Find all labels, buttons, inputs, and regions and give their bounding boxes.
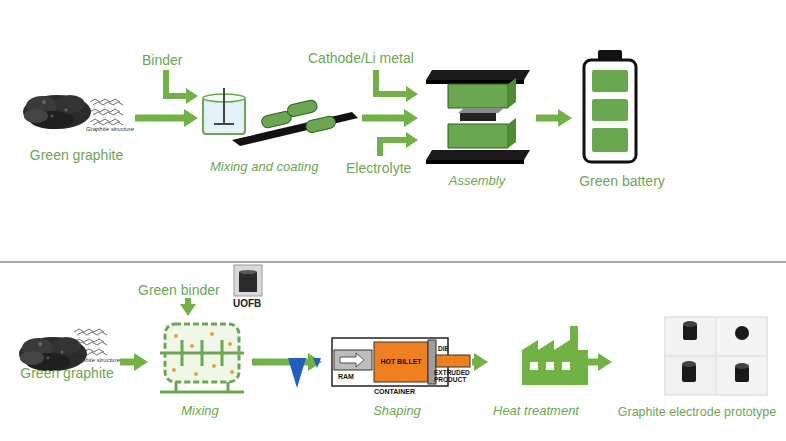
- input-label: Binder: [142, 52, 182, 68]
- stage-label: Mixing and coating: [210, 160, 318, 175]
- input-label: Electrolyte: [346, 160, 411, 176]
- flow-arrow: [252, 353, 322, 371]
- flow-arrow: [362, 109, 418, 127]
- part-label: DIE: [438, 345, 449, 352]
- caption-text: Graphite structure: [86, 126, 134, 133]
- sample-label: UOFB: [233, 298, 261, 310]
- stage-node: Green graphite: [18, 82, 135, 166]
- flow-arrow: [472, 353, 488, 371]
- stage-label: Assembly: [449, 174, 505, 189]
- flow-arrow: [584, 353, 612, 371]
- part-label: EXTRUDED PRODUCT: [434, 369, 478, 384]
- stage-node: Mixing and coating: [198, 86, 362, 178]
- stage-label: Shaping: [373, 404, 421, 419]
- input-label: Green binder: [138, 282, 220, 298]
- stage-node: Assembly: [418, 66, 536, 192]
- part-label: CONTAINER: [374, 388, 415, 396]
- flow-arrow: [120, 353, 148, 371]
- input-label: Cathode/Li metal: [308, 50, 414, 66]
- stage-node: Green graphite: [14, 326, 120, 384]
- stage-label: Green graphite: [30, 147, 123, 163]
- caption-text: Graphite structure: [72, 357, 120, 364]
- stage-label: Green battery: [579, 173, 665, 189]
- stage-label: Mixing: [181, 404, 219, 419]
- part-label: HOT BILLET: [374, 358, 428, 366]
- stage-node: Graphite electrode prototype: [612, 312, 782, 422]
- stage-label: Heat treatment: [493, 404, 579, 419]
- flow-arrow: [536, 109, 572, 127]
- stage-node: Heat treatment: [488, 322, 584, 422]
- stage-node: Mixing: [148, 316, 252, 422]
- part-label: RAM: [338, 373, 354, 381]
- stage-label: Green graphite: [20, 365, 113, 381]
- stage-node: Green battery: [572, 46, 672, 192]
- stage-label: Graphite electrode prototype: [618, 405, 776, 419]
- flow-arrow: [135, 109, 198, 127]
